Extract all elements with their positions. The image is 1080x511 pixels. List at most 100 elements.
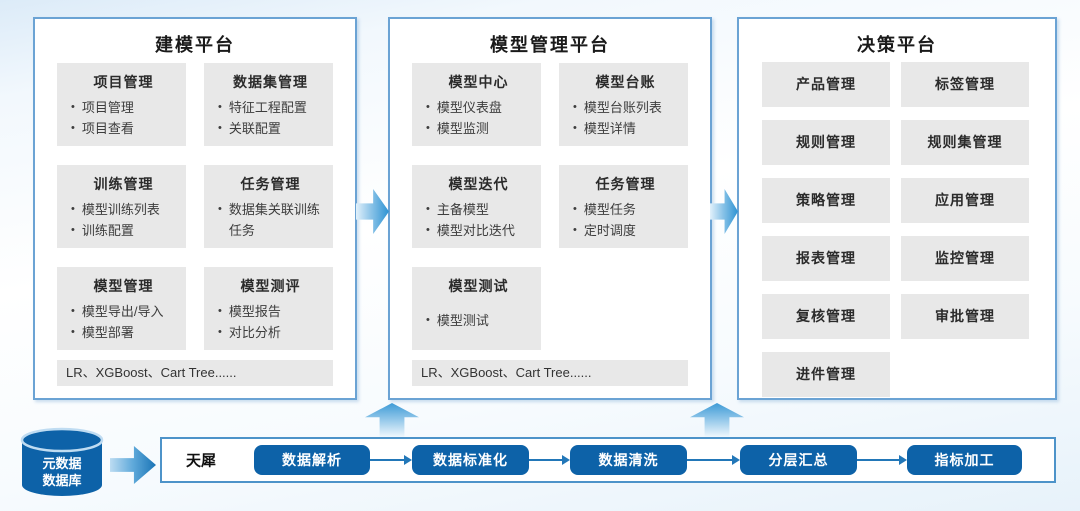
bullet-icon: •	[71, 224, 75, 236]
arrow-right-icon	[356, 189, 389, 234]
algorithms-footer-bar: LR、XGBoost、Cart Tree......	[57, 360, 333, 386]
card-model-management: 模型管理 •模型导出/导入 • 模型部署	[57, 267, 186, 350]
card-item-label: 模型台账列表	[583, 100, 662, 115]
card-item: •模型导出/导入	[69, 301, 178, 322]
card-item-label: 训练配置	[81, 223, 134, 238]
card-item: • 定时调度	[571, 220, 680, 241]
engine-label: 天犀	[186, 452, 217, 470]
database-label-line2: 数据库	[42, 473, 81, 488]
bullet-icon: •	[71, 326, 75, 338]
card-item-label: 定时调度	[583, 223, 636, 238]
panel-title: 决策平台	[857, 35, 937, 55]
card-title: 数据集管理	[233, 74, 308, 90]
panel-model-management-platform: 模型管理平台 模型中心 •模型仪表盘 •模型监测 模型台账 •模型台账列表 •模…	[388, 17, 712, 400]
database-label-line1: 元数据	[42, 456, 81, 471]
card-item-label: 对比分析	[228, 325, 281, 340]
card-item: • 特征工程配置	[216, 97, 325, 118]
bullet-icon: •	[71, 122, 75, 134]
card-item: • 模型台账列表	[571, 97, 680, 118]
card-item-label: 模型报告	[228, 304, 281, 319]
card-item: • 模型对比迭代	[424, 220, 533, 241]
pipeline-step-layered-aggregation: 分层汇总	[740, 445, 857, 475]
card-item-label: 模型仪表盘	[436, 100, 502, 115]
card-item-label: 模型测试	[436, 313, 489, 328]
tile-label-management: 标签管理	[901, 62, 1029, 107]
card-item: • 模型报告	[216, 301, 325, 322]
card-item-list: • 特征工程配置 • 关联配置	[216, 97, 325, 139]
card-item-list: •模型导出/导入 • 模型部署	[69, 301, 178, 343]
card-task-management: 任务管理 •模型任务 •定时调度	[559, 165, 688, 248]
card-item: • 模型任务	[571, 199, 680, 220]
arrow-right-icon	[710, 189, 738, 234]
bullet-icon: •	[218, 101, 222, 113]
bullet-icon: •	[426, 122, 430, 134]
data-pipeline-box: 天犀 数据解析 数据标准化 数据清洗 分层汇总 指标加工	[160, 437, 1056, 483]
card-item-label: 模型对比迭代	[436, 223, 515, 238]
card-project-management: 项目管理 • 项目管理 •项目查看	[57, 63, 186, 146]
bullet-icon: •	[71, 101, 75, 113]
card-item-list: • 模型训练列表 • 训练配置	[69, 199, 178, 241]
bullet-icon: •	[573, 224, 577, 236]
tile-strategy-management: 策略管理	[762, 178, 890, 223]
bullet-icon: •	[71, 305, 75, 317]
bullet-icon: •	[573, 203, 577, 215]
card-training-management: 训练管理 •模型训练列表 •训练配置	[57, 165, 186, 248]
bullet-icon: •	[71, 203, 75, 215]
card-item: •数据集关联训练任务	[216, 199, 325, 241]
card-item-label: 项目管理	[81, 100, 134, 115]
card-item-list: • 模型任务 • 定时调度	[571, 199, 680, 241]
flow-arrow-icon	[529, 454, 570, 466]
card-title: 项目管理	[93, 74, 154, 90]
card-model-evaluation: 模型测评 • 模型报告 • 对比分析	[204, 267, 333, 350]
card-item-label: 模型训练列表	[81, 202, 160, 217]
tile-approval-management: 审批管理	[901, 294, 1029, 339]
bullet-icon: •	[218, 122, 222, 134]
flow-arrow-icon	[857, 454, 907, 466]
card-item-label: 模型详情	[583, 121, 636, 136]
card-model-center: 模型中心 •模型仪表盘 •模型监测	[412, 63, 541, 146]
card-model-testing: 模型测试 •模型测试	[412, 267, 541, 350]
card-title: 模型台账	[595, 74, 656, 90]
card-title: 任务管理	[240, 176, 301, 192]
tile-review-management: 复核管理	[762, 294, 890, 339]
flow-arrow-icon	[370, 454, 412, 466]
tile-monitor-management: 监控管理	[901, 236, 1029, 281]
card-item: • 对比分析	[216, 322, 325, 343]
bullet-icon: •	[426, 224, 430, 236]
card-item-label: 模型监测	[436, 121, 489, 136]
tile-rule-management: 规则管理	[762, 120, 890, 165]
card-item-label: 数据集关联训练任务	[228, 202, 320, 238]
pipeline-step-data-cleaning: 数据清洗	[570, 445, 687, 475]
card-item-label: 主备模型	[436, 202, 489, 217]
bullet-icon: •	[573, 101, 577, 113]
tile-ruleset-management: 规则集管理	[901, 120, 1029, 165]
card-model-ledger: 模型台账 • 模型台账列表 •模型详情	[559, 63, 688, 146]
card-dataset-management: 数据集管理 • 特征工程配置 • 关联配置	[204, 63, 333, 146]
card-item: • 训练配置	[69, 220, 178, 241]
card-title: 模型管理	[93, 278, 154, 294]
card-item-label: 关联配置	[228, 121, 281, 136]
card-item: •项目查看	[69, 118, 178, 139]
card-grid: 模型中心 •模型仪表盘 •模型监测 模型台账 •模型台账列表 •模型详情 模型迭…	[412, 63, 688, 350]
bullet-icon: •	[218, 305, 222, 317]
panel-modeling-platform: 建模平台 项目管理 • 项目管理 •项目查看 数据集管理 • 特征工程配置 • 关联配…	[33, 17, 357, 400]
card-item-label: 模型部署	[81, 325, 134, 340]
card-item-list: •主备模型 • 模型对比迭代	[424, 199, 533, 241]
card-item-list: •数据集关联训练任务	[216, 199, 325, 241]
card-item-label: 特征工程配置	[228, 100, 307, 115]
card-title: 模型测评	[240, 278, 301, 294]
card-model-iteration: 模型迭代 •主备模型 • 模型对比迭代	[412, 165, 541, 248]
bullet-icon: •	[218, 326, 222, 338]
card-item: •主备模型	[424, 199, 533, 220]
card-item: • 项目管理	[69, 97, 178, 118]
card-item: • 模型部署	[69, 322, 178, 343]
arrow-up-icon	[690, 403, 744, 437]
card-item: •模型仪表盘	[424, 97, 533, 118]
card-item-label: 模型任务	[583, 202, 636, 217]
card-item-list: •模型仪表盘 • 模型监测	[424, 97, 533, 139]
card-title: 模型迭代	[448, 176, 509, 192]
card-item-list: • 模型报告 • 对比分析	[216, 301, 325, 343]
panel-title: 建模平台	[155, 35, 235, 55]
card-item: •模型详情	[571, 118, 680, 139]
